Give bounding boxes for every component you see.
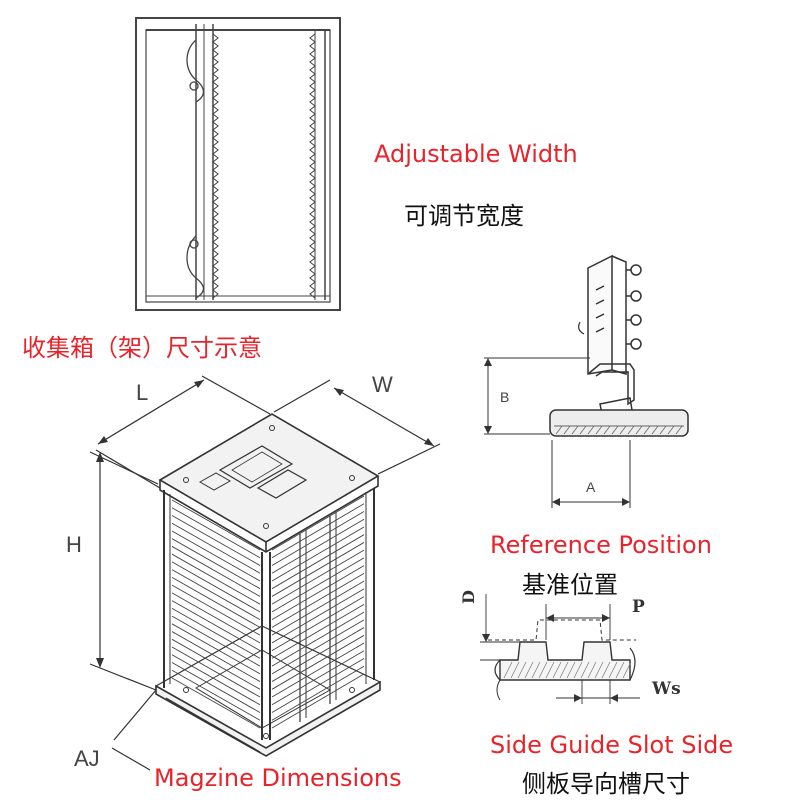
dim-label-A: A: [586, 479, 596, 495]
dim-label-B: B: [500, 389, 509, 405]
rack-dimension-lines: [89, 375, 441, 771]
reference-dimension-lines: [484, 357, 631, 508]
dim-label-H: H: [66, 532, 82, 557]
reference-position-cn-label: 基准位置: [522, 571, 618, 599]
dim-label-Ws: Ws: [651, 679, 681, 699]
baseplate-hatching: [555, 425, 683, 435]
adjustable-width-label: Adjustable Width: [374, 140, 578, 168]
dim-label-D: D: [459, 590, 478, 604]
dim-label-L: L: [136, 380, 148, 405]
adjustable-width-frame: [135, 17, 341, 311]
side-guide-slot-cn-label: 侧板导向槽尺寸: [522, 770, 690, 798]
slot-arrowheads: [482, 614, 618, 702]
dim-label-AJ: AJ: [74, 746, 100, 771]
rack-arrowheads: [96, 380, 434, 668]
magazine-dims-cn-label: 收集箱（架）尺寸示意: [22, 334, 262, 362]
reference-arrowheads: [484, 358, 630, 506]
left-slot-teeth: [212, 33, 219, 299]
dim-label-P: P: [632, 597, 645, 617]
dim-label-W: W: [372, 372, 393, 397]
side-guide-slot-label: Side Guide Slot Side: [490, 731, 734, 759]
reference-position-drawing: [549, 254, 689, 437]
reference-position-label: Reference Position: [490, 531, 712, 559]
right-slot-teeth: [309, 33, 316, 299]
magazine-rack: [155, 413, 381, 757]
magazine-dims-label: Magzine Dimensions: [154, 764, 402, 792]
slot-profile-hatching: [503, 661, 632, 679]
side-guide-slot-drawing: [480, 594, 640, 704]
adjustable-width-cn-label: 可调节宽度: [404, 202, 524, 230]
rack-slot-lines: [171, 495, 365, 729]
